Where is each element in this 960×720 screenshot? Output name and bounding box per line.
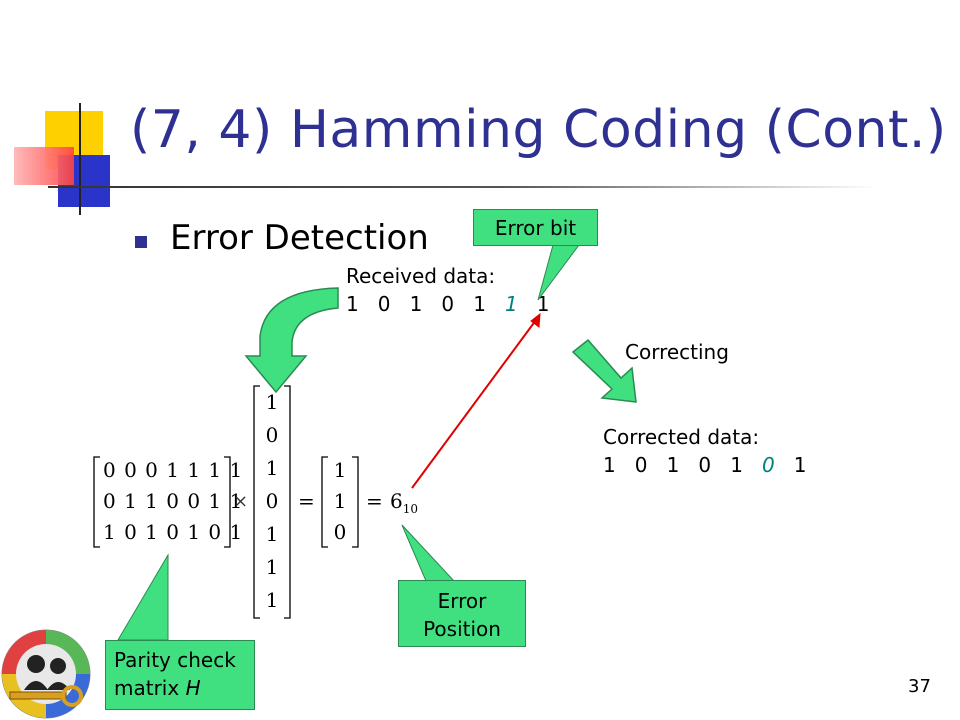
syndrome-entry: 1 <box>333 458 347 482</box>
parity-callout-tail <box>117 553 169 641</box>
equals-sign: = <box>298 489 315 513</box>
corrected-data-label: Corrected data: <box>603 425 760 449</box>
syndrome-bracket-right <box>352 456 359 548</box>
received-bits-before: 1 0 1 0 1 <box>346 292 505 316</box>
university-logo <box>1 629 91 719</box>
vector-entry: 1 <box>265 390 279 414</box>
vector-bracket-left <box>253 385 260 619</box>
vector-entry: 1 <box>265 555 279 579</box>
title-decoration <box>14 103 110 215</box>
curved-arrow-icon <box>244 287 339 394</box>
parity-matrix-callout: Parity check matrix H <box>105 640 255 710</box>
vector-entry: 1 <box>265 456 279 480</box>
matrix-bracket-right <box>224 456 231 548</box>
error-position-callout-tail <box>401 524 456 582</box>
error-position-callout: Error Position <box>398 580 526 647</box>
equals-sign: = <box>366 489 383 513</box>
error-position-line2: Position <box>423 617 501 641</box>
correcting-arrow-icon <box>571 338 637 403</box>
vector-entry: 1 <box>265 522 279 546</box>
error-bit-callout: Error bit <box>473 209 598 246</box>
parity-matrix: 0 0 0 1 1 1 1 0 1 1 0 0 1 1 1 0 1 0 1 0 … <box>103 455 244 548</box>
error-pointer-line <box>411 319 537 489</box>
error-position-line1: Error <box>437 589 487 613</box>
error-pointer-arrowhead-icon <box>530 312 541 328</box>
corrected-data-bits: 1 0 1 0 1 0 1 <box>603 453 807 477</box>
syndrome-entry: 0 <box>333 520 347 544</box>
received-vector: 1 0 1 0 1 1 1 <box>262 386 282 617</box>
matrix-row: 0 1 1 0 0 1 1 <box>103 489 244 513</box>
matrix-row: 0 0 0 1 1 1 1 <box>103 458 244 482</box>
corrected-bits-before: 1 0 1 0 1 <box>603 453 762 477</box>
vector-bracket-right <box>284 385 291 619</box>
received-data-label: Received data: <box>346 264 496 288</box>
title-divider <box>48 186 878 188</box>
error-bit-callout-tail <box>537 244 580 301</box>
bullet-error-detection: Error Detection <box>170 218 429 258</box>
parity-line2-prefix: matrix <box>114 676 186 700</box>
matrix-bracket-left <box>93 456 100 548</box>
syndrome-entry: 1 <box>333 489 347 513</box>
syndrome-vector: 1 1 0 <box>330 455 350 548</box>
vector-entry: 0 <box>265 423 279 447</box>
correcting-label: Correcting <box>625 340 729 364</box>
received-data-bits: 1 0 1 0 1 1 1 <box>346 292 550 316</box>
slide-title: (7, 4) Hamming Coding (Cont.) <box>130 100 947 160</box>
corrected-bit: 0 <box>761 453 775 477</box>
received-error-bit: 1 <box>504 292 518 316</box>
vector-entry: 1 <box>265 588 279 612</box>
syndrome-result: 610 <box>390 489 418 516</box>
corrected-bits-after: 1 <box>774 453 807 477</box>
bullet-marker <box>135 236 147 248</box>
syndrome-bracket-left <box>321 456 328 548</box>
result-value: 6 <box>390 489 403 513</box>
times-sign: × <box>233 491 249 512</box>
matrix-row: 1 0 1 0 1 0 1 <box>103 520 244 544</box>
page-number: 37 <box>908 676 931 697</box>
vector-entry: 0 <box>265 489 279 513</box>
parity-line2: matrix H <box>114 674 254 702</box>
result-base: 10 <box>402 502 419 516</box>
parity-matrix-variable: H <box>185 676 201 700</box>
parity-line1: Parity check <box>114 648 236 672</box>
